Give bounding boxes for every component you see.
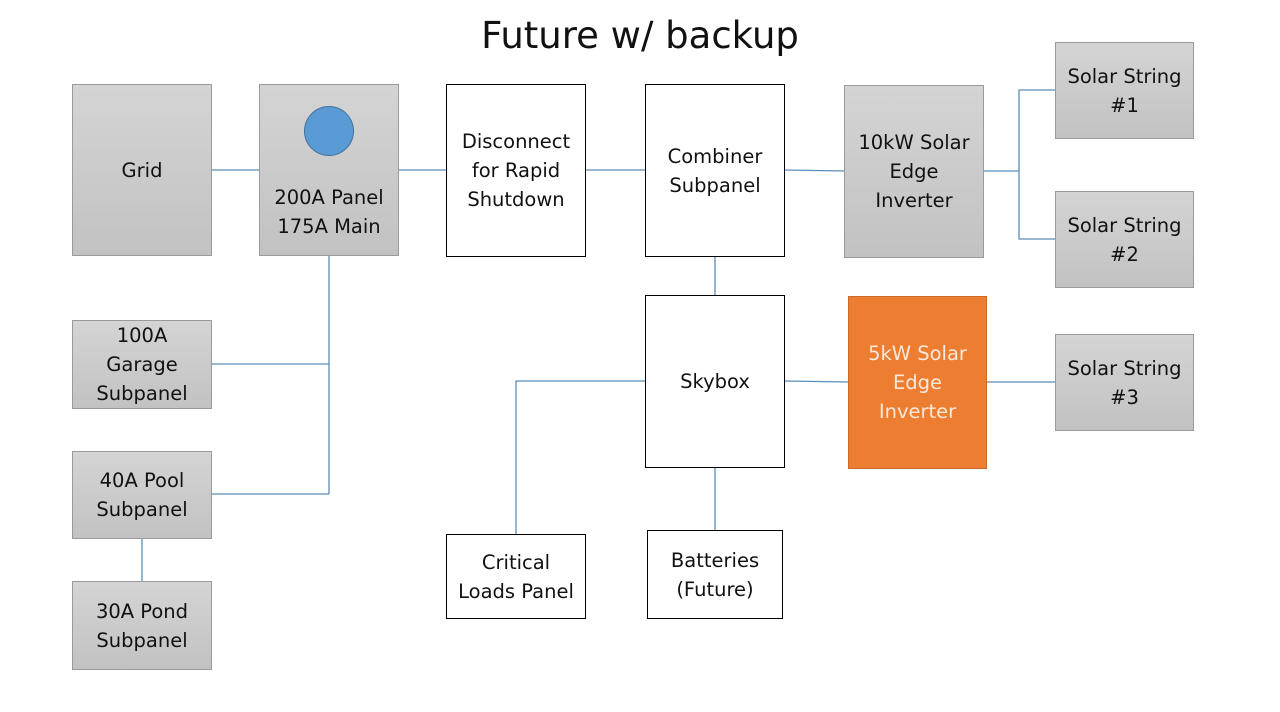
pond-subpanel-label: 30A Pond Subpanel — [95, 599, 189, 652]
batteries-node[interactable]: Batteries (Future) — [647, 530, 783, 619]
inverter-5kw-label: 5kW Solar Edge Inverter — [868, 342, 967, 423]
critical-loads-panel-node[interactable]: Critical Loads Panel — [446, 534, 586, 619]
solar-string-1-node[interactable]: Solar String #1 — [1055, 42, 1194, 139]
skybox-label: Skybox — [680, 370, 750, 393]
disconnect-label: Disconnect for Rapid Shutdown — [461, 130, 571, 211]
solar-string-2-node[interactable]: Solar String #2 — [1055, 191, 1194, 288]
pond-subpanel-node[interactable]: 30A Pond Subpanel — [72, 581, 212, 670]
garage-subpanel-label: 100A Garage Subpanel — [96, 324, 188, 405]
inverter-5kw-node[interactable]: 5kW Solar Edge Inverter — [848, 296, 987, 469]
grid-label: Grid — [121, 158, 163, 182]
pool-subpanel-label: 40A Pool Subpanel — [96, 469, 188, 521]
wire-skybox-to-5kw-inverter — [783, 380, 850, 383]
wire-to-solar-string-2 — [1018, 171, 1056, 240]
solar-string-2-label: Solar String #2 — [1067, 213, 1182, 266]
combiner-subpanel-node[interactable]: Combiner Subpanel — [645, 84, 785, 257]
wire-skybox-to-critical-loads — [515, 380, 646, 535]
skybox-node[interactable]: Skybox — [645, 295, 785, 468]
disconnect-node[interactable]: Disconnect for Rapid Shutdown — [446, 84, 586, 257]
solar-string-1-label: Solar String #1 — [1067, 64, 1182, 117]
wire-combiner-to-10kw-inverter — [783, 169, 846, 172]
breaker-dot-icon — [304, 106, 354, 156]
solar-string-3-label: Solar String #3 — [1067, 356, 1182, 409]
diagram-title: Future w/ backup — [481, 14, 799, 57]
inverter-10kw-node[interactable]: 10kW Solar Edge Inverter — [844, 85, 984, 258]
garage-subpanel-node[interactable]: 100A Garage Subpanel — [72, 320, 212, 409]
solar-string-3-node[interactable]: Solar String #3 — [1055, 334, 1194, 431]
main-panel-label: 200A Panel 175A Main — [274, 186, 384, 238]
critical-loads-panel-label: Critical Loads Panel — [458, 550, 574, 603]
inverter-10kw-label: 10kW Solar Edge Inverter — [858, 131, 970, 212]
combiner-subpanel-label: Combiner Subpanel — [667, 144, 763, 197]
pool-subpanel-node[interactable]: 40A Pool Subpanel — [72, 451, 212, 539]
batteries-label: Batteries (Future) — [670, 548, 760, 601]
grid-node[interactable]: Grid — [72, 84, 212, 256]
wire-to-solar-string-1 — [1018, 89, 1056, 171]
